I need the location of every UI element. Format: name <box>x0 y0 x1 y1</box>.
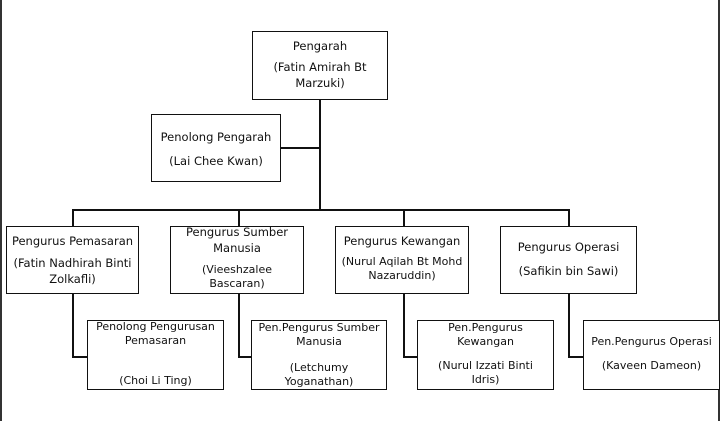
connector-manager-bar <box>72 209 569 211</box>
connector-manager-drop-4 <box>568 209 570 227</box>
left-border <box>0 0 2 421</box>
manager-title: Pengurus Sumber Manusia <box>185 225 289 256</box>
connector-manager-drop-1 <box>72 209 74 227</box>
connector-assistant-v-3 <box>403 292 405 357</box>
assistant-box-hr: Pen.Pengurus Sumber Manusia (Letchumy Yo… <box>251 320 387 390</box>
assistant-director-title: Penolong Pengarah <box>160 130 272 144</box>
connector-assistant-v-2 <box>238 292 240 357</box>
connector-assistant-h-1 <box>72 356 88 358</box>
manager-box-marketing: Pengurus Pemasaran (Fatin Nadhirah Binti… <box>6 226 139 294</box>
connector-manager-drop-3 <box>403 209 405 227</box>
assistant-title: Pen.Pengurus Sumber Manusia <box>258 321 380 349</box>
right-border <box>718 0 720 421</box>
manager-box-finance: Pengurus Kewangan (Nurul Aqilah Bt Mohd … <box>335 226 469 294</box>
assistant-title: Pen.Pengurus Operasi <box>591 335 712 348</box>
manager-title: Pengurus Operasi <box>517 240 620 254</box>
manager-box-hr: Pengurus Sumber Manusia (Vieeshzalee Bas… <box>170 225 304 294</box>
manager-title: Pengurus Kewangan <box>343 234 461 248</box>
assistant-box-finance: Pen.Pengurus Kewangan (Nurul Izzati Bint… <box>417 320 554 390</box>
assistant-box-marketing: Penolong Pengurusan Pemasaran (Choi Li T… <box>87 320 224 390</box>
assistant-director-name: (Lai Chee Kwan) <box>169 154 263 168</box>
connector-assistant-v-4 <box>568 292 570 357</box>
connector-director-trunk <box>319 99 321 210</box>
connector-assistant-h-3 <box>403 356 418 358</box>
assistant-director-box: Penolong Pengarah (Lai Chee Kwan) <box>151 114 281 182</box>
director-box: Pengarah (Fatin Amirah Bt Marzuki) <box>252 31 388 100</box>
manager-name: (Fatin Nadhirah Binti Zolkafli) <box>13 256 132 287</box>
assistant-name: (Kaveen Dameon) <box>601 359 702 372</box>
assistant-name: (Letchumy Yoganathan) <box>284 361 354 389</box>
director-title: Pengarah <box>292 39 348 53</box>
assistant-box-operations: Pen.Pengurus Operasi (Kaveen Dameon) <box>583 320 720 390</box>
connector-assistant-h-4 <box>568 356 584 358</box>
assistant-title: Penolong Pengurusan Pemasaran <box>96 320 215 348</box>
connector-assistant-director <box>280 147 320 149</box>
manager-name: (Nurul Aqilah Bt Mohd Nazaruddin) <box>341 255 463 283</box>
director-name: (Fatin Amirah Bt Marzuki) <box>273 60 367 91</box>
assistant-name: (Nurul Izzati Binti Idris) <box>438 359 533 387</box>
connector-assistant-h-2 <box>238 356 252 358</box>
manager-name: (Safikin bin Sawi) <box>518 264 619 278</box>
manager-box-operations: Pengurus Operasi (Safikin bin Sawi) <box>500 226 637 294</box>
connector-assistant-v-1 <box>72 292 74 357</box>
manager-title: Pengurus Pemasaran <box>11 234 134 248</box>
manager-name: (Vieeshzalee Bascaran) <box>202 263 272 291</box>
assistant-title: Pen.Pengurus Kewangan <box>448 321 523 349</box>
assistant-name: (Choi Li Ting) <box>119 374 192 387</box>
connector-manager-drop-2 <box>238 209 240 227</box>
